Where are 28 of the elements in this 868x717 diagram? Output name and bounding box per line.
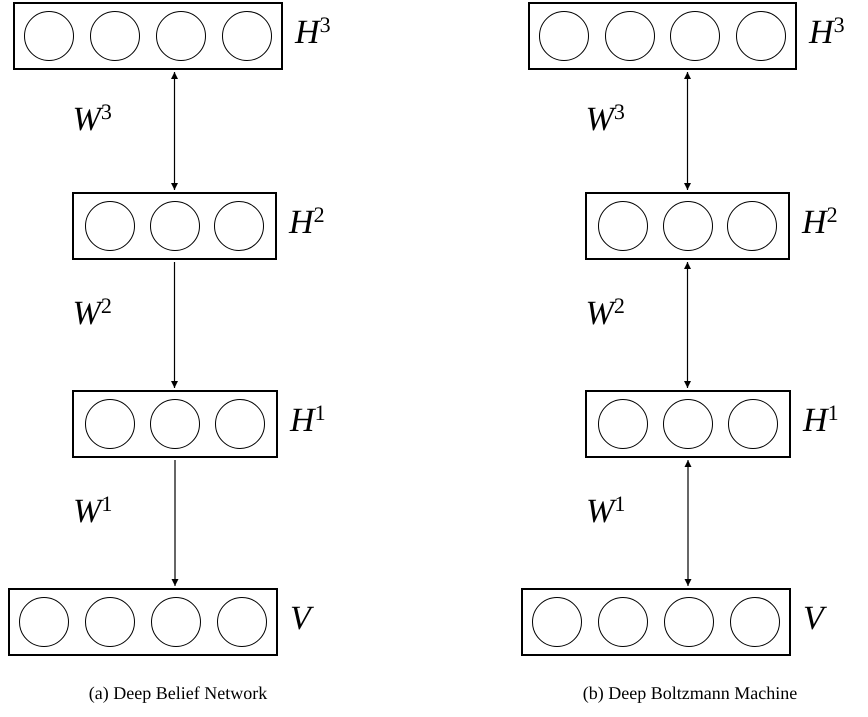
layer-box bbox=[528, 2, 797, 70]
layer-label: H$^{2}$ bbox=[802, 206, 838, 240]
arrow bbox=[684, 72, 691, 190]
weight-label: W$^{2}$ bbox=[586, 297, 625, 331]
layer-box bbox=[521, 588, 791, 656]
layer-box bbox=[13, 2, 283, 70]
layer-box bbox=[585, 390, 791, 458]
layer-label: H$^{3}$ bbox=[295, 16, 331, 50]
layer-box bbox=[72, 192, 277, 260]
layer-box bbox=[72, 390, 278, 458]
arrow bbox=[172, 460, 178, 586]
arrow bbox=[684, 460, 692, 586]
weight-label: W$^{3}$ bbox=[72, 103, 112, 137]
layer-box bbox=[585, 192, 790, 260]
weight-label: W$^{3}$ bbox=[586, 103, 625, 137]
caption: (a) Deep Belief Network bbox=[88, 682, 268, 705]
layer-label: H$^{3}$ bbox=[809, 16, 845, 50]
weight-label: W$^{2}$ bbox=[72, 297, 112, 331]
weight-label: W$^{1}$ bbox=[73, 495, 112, 529]
caption: (b) Deep Boltzmann Machine bbox=[582, 682, 798, 705]
arrow bbox=[684, 262, 691, 388]
arrow bbox=[171, 72, 178, 190]
layer-label: H$^{1}$ bbox=[290, 404, 326, 438]
layer-label: H$^{2}$ bbox=[289, 206, 325, 240]
layer-label: H$^{1}$ bbox=[803, 404, 839, 438]
weight-label: W$^{1}$ bbox=[586, 495, 626, 529]
layer-box bbox=[8, 588, 278, 656]
arrow bbox=[171, 262, 178, 388]
